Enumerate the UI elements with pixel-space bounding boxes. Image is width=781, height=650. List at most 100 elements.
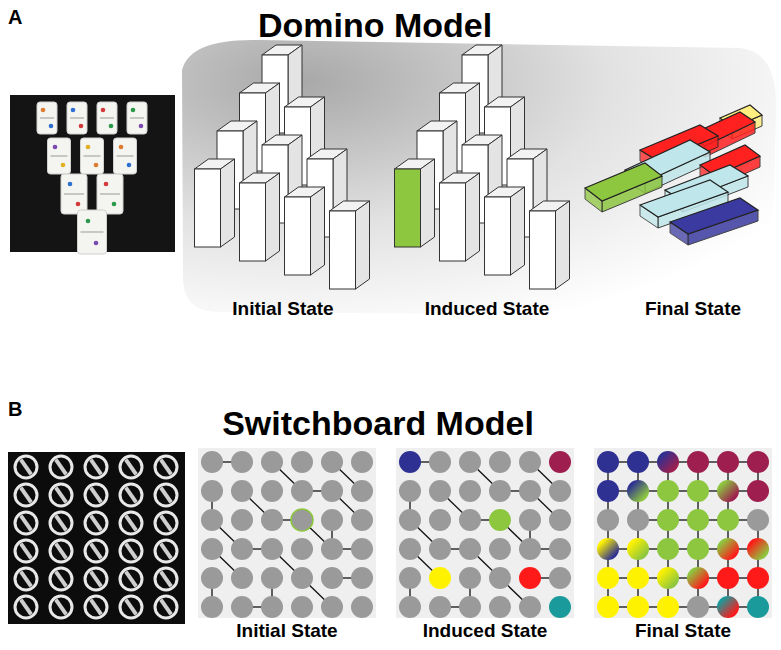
- switch-node: [231, 480, 253, 502]
- domino-pip: [53, 145, 58, 150]
- switch-ring: [120, 568, 142, 590]
- domino-face: [670, 198, 758, 234]
- switch-node: [399, 567, 421, 589]
- switch-node: [489, 509, 511, 531]
- switch-node: [201, 567, 223, 589]
- switch-ring: [85, 568, 107, 590]
- switch-node: [597, 509, 619, 531]
- switch-node: [291, 567, 313, 589]
- switch-toggle: [124, 486, 138, 503]
- domino-pip: [61, 163, 66, 168]
- switch-node: [459, 480, 481, 502]
- shadow-ground: [182, 40, 776, 316]
- switch-node: [489, 567, 511, 589]
- switch-node: [489, 480, 511, 502]
- switch-ring: [85, 512, 107, 534]
- switch-node: [201, 509, 223, 531]
- switch-node: [627, 596, 649, 618]
- switch-node: [657, 509, 679, 531]
- switch-node: [201, 596, 223, 618]
- switch-ring: [15, 456, 37, 478]
- fallen-dominoes: [585, 105, 762, 245]
- switch-node: [399, 451, 421, 473]
- switch-toggle: [54, 542, 68, 559]
- switch-ring: [155, 596, 177, 618]
- domino-divider: [84, 156, 101, 157]
- domino-face: [585, 163, 662, 201]
- photo-domino: [37, 102, 57, 134]
- switch-node: [549, 596, 571, 618]
- switch-node: [717, 451, 739, 473]
- switch-toggle: [159, 598, 173, 615]
- switch-ring: [85, 484, 107, 506]
- final-switchboard: [594, 448, 772, 618]
- switch-node: [429, 567, 451, 589]
- stage-label: Initial State: [232, 298, 333, 320]
- switch-node: [747, 596, 769, 618]
- domino-face: [395, 169, 421, 247]
- switch-toggle: [124, 458, 138, 475]
- switch-node: [627, 538, 649, 560]
- switch-node: [627, 509, 649, 531]
- domino-pip: [127, 163, 132, 168]
- photo-domino: [61, 174, 87, 214]
- domino-divider: [130, 118, 144, 119]
- switch-node: [291, 451, 313, 473]
- switch-node: [549, 451, 571, 473]
- switch-node: [291, 538, 313, 560]
- domino-pip: [112, 202, 117, 207]
- switch-node: [519, 596, 541, 618]
- switch-node: [717, 596, 739, 618]
- switch-ring: [15, 568, 37, 590]
- switch-ring: [155, 568, 177, 590]
- switch-node: [657, 567, 679, 589]
- switch-ring: [155, 540, 177, 562]
- domino-side: [466, 173, 480, 261]
- domino-pip: [131, 108, 136, 113]
- switch-ring: [50, 568, 72, 590]
- switch-ring: [155, 456, 177, 478]
- switch-node: [321, 509, 343, 531]
- switch-node: [231, 538, 253, 560]
- switch-node: [489, 451, 511, 473]
- switch-node: [459, 596, 481, 618]
- photo-domino: [97, 102, 117, 134]
- domino-side: [421, 159, 435, 247]
- switch-node: [687, 509, 709, 531]
- switch-node: [519, 567, 541, 589]
- initial-switchboard: [198, 448, 376, 618]
- switch-node: [717, 480, 739, 502]
- switch-toggle: [89, 598, 103, 615]
- switch-node: [519, 538, 541, 560]
- switch-toggle: [19, 542, 33, 559]
- domino-pip: [109, 124, 114, 129]
- photo-background: [8, 452, 185, 624]
- domino-pip: [101, 108, 106, 113]
- domino-photo: [10, 95, 175, 254]
- domino-divider: [81, 232, 104, 233]
- domino-pip: [86, 145, 91, 150]
- switch-node: [657, 596, 679, 618]
- domino-side: [556, 201, 570, 289]
- stage-label: Final State: [635, 620, 731, 642]
- switch-toggle: [159, 486, 173, 503]
- domino-face: [240, 183, 266, 261]
- switch-node: [657, 538, 679, 560]
- domino-pip: [94, 163, 99, 168]
- switch-node: [201, 480, 223, 502]
- domino-pip: [79, 124, 84, 129]
- switch-toggle: [19, 570, 33, 587]
- domino-divider: [51, 156, 68, 157]
- domino-pip: [49, 124, 54, 129]
- switch-node: [549, 567, 571, 589]
- domino-pip: [119, 145, 124, 150]
- switch-node: [399, 509, 421, 531]
- switch-ring: [50, 484, 72, 506]
- grid-background: [594, 448, 772, 618]
- switch-ring: [120, 540, 142, 562]
- switch-node: [717, 509, 739, 531]
- switch-ring: [120, 512, 142, 534]
- switch-toggle: [54, 458, 68, 475]
- switch-node: [321, 596, 343, 618]
- switch-toggle: [159, 542, 173, 559]
